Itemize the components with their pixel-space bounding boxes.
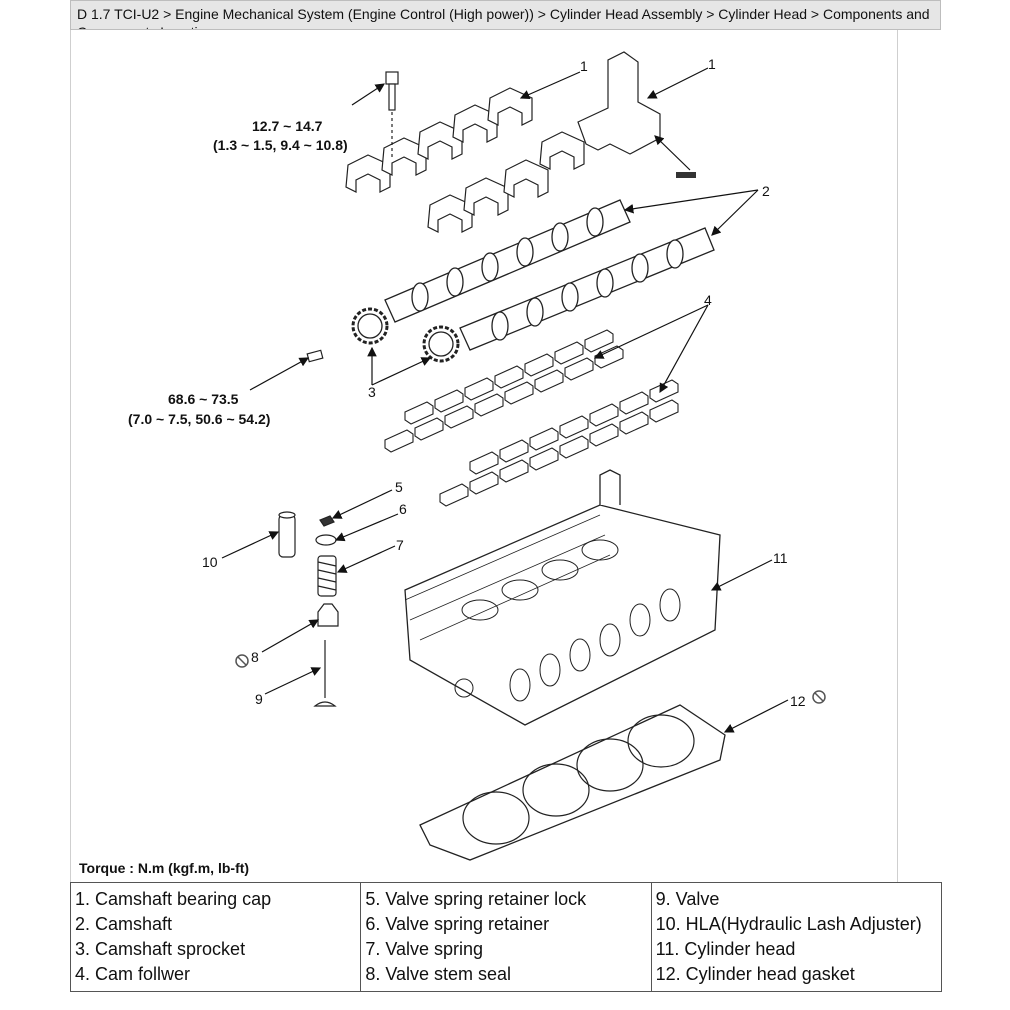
- torque-spec-sprocket-line1: 68.6 ~ 73.5: [168, 391, 239, 407]
- legend-column-3: 9. Valve 10. HLA(Hydraulic Lash Adjuster…: [650, 882, 943, 992]
- legend-item: 8. Valve stem seal: [365, 964, 512, 984]
- legend-column-2: 5. Valve spring retainer lock 6. Valve s…: [360, 882, 652, 992]
- sprocket-bolt: [306, 349, 324, 363]
- callout-3: 3: [368, 384, 376, 400]
- cylinder-head-gasket: [419, 704, 726, 861]
- cam-follower: [619, 411, 649, 435]
- cam-follower: [434, 389, 464, 413]
- cylinder-head: [404, 469, 721, 726]
- cam-follower: [534, 369, 564, 393]
- torque-caption: Torque : N.m (kgf.m, lb-ft): [79, 860, 250, 876]
- cam-follower: [474, 393, 504, 417]
- legend-item: 10. HLA(Hydraulic Lash Adjuster): [655, 914, 922, 934]
- cam-follower: [499, 439, 529, 463]
- cam-follower: [559, 435, 589, 459]
- cam-follower: [414, 417, 444, 441]
- callout-8: 8: [251, 649, 259, 665]
- cam-follower: [439, 483, 469, 507]
- callout-2: 2: [762, 183, 770, 199]
- cam-follower: [554, 341, 584, 365]
- torque-spec-cap-bolt-line1: 12.7 ~ 14.7: [252, 118, 323, 134]
- legend-column-1: 1. Camshaft bearing cap 2. Camshaft 3. C…: [69, 882, 362, 992]
- camshafts: [384, 199, 715, 351]
- torque-spec-cap-bolt-line2: (1.3 ~ 1.5, 9.4 ~ 10.8): [213, 137, 348, 153]
- parts-legend-table: 1. Camshaft bearing cap 2. Camshaft 3. C…: [69, 882, 943, 992]
- legend-item: 1. Camshaft bearing cap: [75, 889, 272, 909]
- camshaft-bearing-caps: [345, 51, 661, 233]
- breadcrumb: D 1.7 TCI-U2 > Engine Mechanical System …: [70, 0, 941, 30]
- cam-follower: [384, 429, 414, 453]
- cam-follower: [529, 427, 559, 451]
- cam-follower: [589, 403, 619, 427]
- callout-7: 7: [396, 537, 404, 553]
- cam-follower: [649, 379, 679, 403]
- cam-follower: [589, 423, 619, 447]
- callout-6: 6: [399, 501, 407, 517]
- torque-spec-sprocket-line2: (7.0 ~ 7.5, 50.6 ~ 54.2): [128, 411, 270, 427]
- cam-follower: [564, 357, 594, 381]
- legend-item: 2. Camshaft: [75, 914, 173, 934]
- legend-item: 4. Cam follwer: [75, 964, 191, 984]
- callout-1a: 1: [580, 58, 588, 74]
- cam-follower: [464, 377, 494, 401]
- legend-item: 11. Cylinder head: [655, 939, 796, 959]
- camshaft-sprockets: [351, 307, 460, 363]
- callout-4: 4: [704, 292, 712, 308]
- cam-follower: [584, 329, 614, 353]
- cam-follower: [619, 391, 649, 415]
- cam-follower: [444, 405, 474, 429]
- legend-item: 9. Valve: [655, 889, 720, 909]
- cam-follower: [469, 471, 499, 495]
- legend-item: 6. Valve spring retainer: [365, 914, 550, 934]
- cam-follower: [559, 415, 589, 439]
- cam-follower: [404, 401, 434, 425]
- cam-follower: [649, 399, 679, 423]
- cam-follower: [499, 459, 529, 483]
- legend-item: 7. Valve spring: [365, 939, 484, 959]
- torque-spec-labels: 12.7 ~ 14.7 (1.3 ~ 1.5, 9.4 ~ 10.8) 68.6…: [128, 118, 348, 427]
- callout-numbers: 1 1 2 3 4 5 6 7 8 9 10 11 12: [202, 56, 806, 709]
- callout-12: 12: [790, 693, 806, 709]
- cam-follower: [524, 353, 554, 377]
- cam-follower: [469, 451, 499, 475]
- callout-5: 5: [395, 479, 403, 495]
- legend-item: 12. Cylinder head gasket: [655, 964, 855, 984]
- callout-11: 11: [773, 550, 788, 566]
- no-reuse-icon: [235, 654, 826, 704]
- leader-lines: [221, 67, 789, 733]
- cam-followers: [384, 329, 679, 507]
- bearing-cap-bolt: [385, 71, 399, 160]
- breadcrumb-text: D 1.7 TCI-U2 > Engine Mechanical System …: [77, 6, 930, 29]
- legend-item: 5. Valve spring retainer lock: [365, 889, 587, 909]
- cam-follower: [529, 447, 559, 471]
- legend-item: 3. Camshaft sprocket: [75, 939, 246, 959]
- callout-1b: 1: [708, 56, 716, 72]
- cam-follower: [594, 345, 624, 369]
- cam-follower: [494, 365, 524, 389]
- callout-10: 10: [202, 554, 218, 570]
- cam-follower: [504, 381, 534, 405]
- dowel-pin: [676, 172, 696, 178]
- exploded-diagram-frame: [70, 30, 898, 882]
- valve-train-parts: [278, 511, 339, 707]
- callout-9: 9: [255, 691, 263, 707]
